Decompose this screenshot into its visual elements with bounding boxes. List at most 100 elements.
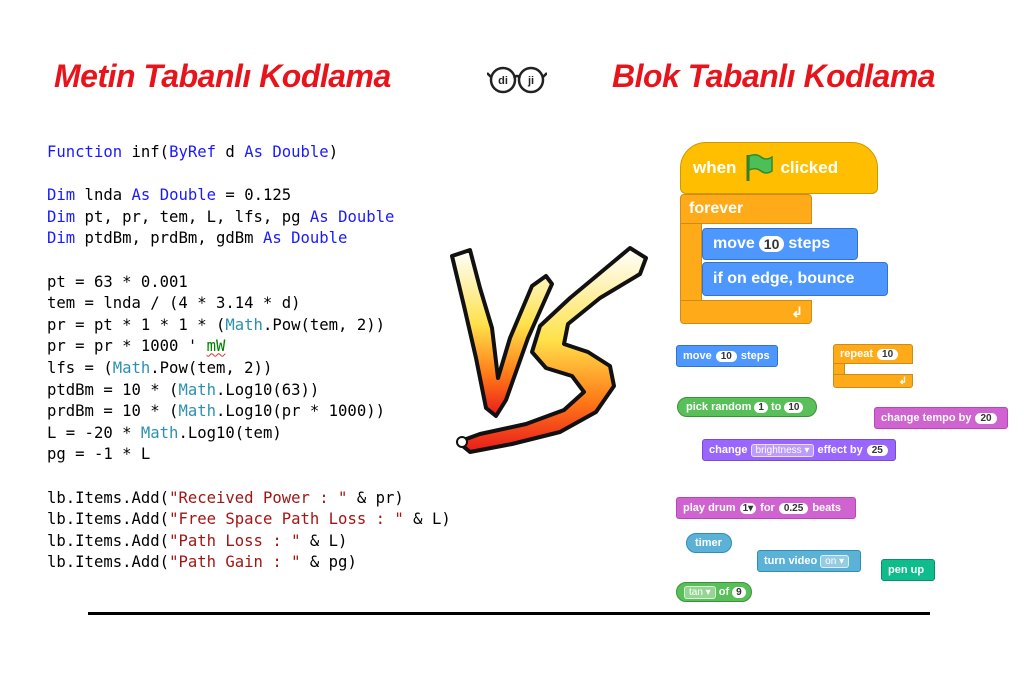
code-text: lnda (75, 186, 132, 205)
code-keyword: Dim (47, 207, 76, 226)
tempo-input[interactable]: 20 (975, 412, 997, 424)
code-string: "Path Gain : " (169, 553, 301, 572)
block-label: change tempo by (881, 412, 972, 424)
effect-amount-input[interactable]: 25 (866, 444, 888, 456)
block-label: beats (812, 502, 842, 514)
move-steps-block-small[interactable]: move 10 steps (676, 345, 778, 367)
code-text: pt, pr, tem, L, lfs, pg (75, 207, 310, 226)
code-keyword: Function (47, 143, 123, 161)
code-keyword: As (244, 143, 263, 161)
code-text: ptdBm, prdBm, gdBm (75, 229, 263, 248)
code-keyword: Double (159, 186, 217, 205)
block-label: for (760, 502, 775, 514)
logo-left-text: di (498, 75, 508, 87)
pen-up-block[interactable]: pen up (881, 559, 935, 581)
repeat-arm (833, 364, 845, 376)
bounce-block[interactable]: if on edge, bounce (702, 262, 888, 296)
code-text: L = -20 * (47, 423, 141, 442)
tan-of-block[interactable]: tan ▾ of 9 (676, 582, 752, 602)
change-tempo-block[interactable]: change tempo by 20 (874, 407, 1008, 429)
change-effect-block[interactable]: change brightness ▾ effect by 25 (702, 439, 896, 461)
turn-video-block[interactable]: turn video on ▾ (757, 550, 861, 572)
block-label: repeat (840, 348, 874, 360)
block-label: clicked (780, 158, 839, 177)
code-text: = 0.125 (216, 186, 292, 205)
move-steps-block[interactable]: move 10 steps (702, 228, 858, 260)
vs-graphic-icon (450, 246, 648, 454)
code-text: d (216, 143, 245, 161)
code-string: "Path Loss : " (169, 531, 301, 550)
effect-dropdown[interactable]: brightness ▾ (750, 443, 815, 457)
code-text: pr = pt * 1 * 1 * ( (47, 315, 226, 334)
tan-input[interactable]: 9 (732, 586, 746, 598)
blank-line (47, 250, 451, 272)
code-text: ) (328, 143, 339, 161)
block-label: move (683, 350, 712, 362)
block-label: change (709, 444, 748, 456)
code-class: Math (112, 358, 151, 377)
repeat-bottom: ↲ (833, 374, 913, 388)
code-class: Math (225, 315, 263, 334)
code-text (329, 208, 338, 226)
code-line: prdBm = 10 * (Math.Log10(pr * 1000)) (47, 401, 451, 423)
code-line: Dim ptdBm, prdBm, gdBm As Double (47, 228, 451, 250)
repeat-count-input[interactable]: 10 (877, 348, 899, 360)
code-class: Math (178, 380, 216, 399)
dropdown-value: brightness (755, 444, 802, 456)
beats-input[interactable]: 0.25 (778, 502, 809, 514)
loop-arrow-icon: ↲ (791, 303, 803, 320)
random-from-input[interactable]: 1 (754, 401, 768, 413)
code-line: tem = lnda / (4 * 3.14 * d) (47, 294, 301, 313)
code-text: lb.Items.Add( (47, 553, 170, 572)
dropdown-value: tan (689, 586, 703, 598)
code-line: lb.Items.Add("Received Power : " & pr) (47, 488, 451, 510)
forever-block[interactable]: forever (680, 194, 812, 224)
logo-right-text: ji (527, 75, 534, 87)
code-text: & L) (403, 510, 451, 529)
code-text: prdBm = 10 * ( (47, 402, 179, 421)
blank-line (47, 164, 451, 186)
code-line: ptdBm = 10 * (Math.Log10(63)) (47, 380, 451, 402)
code-line: Function inf(ByRef d As Double) (47, 142, 451, 164)
repeat-block[interactable]: repeat 10 (833, 344, 913, 364)
code-text (150, 186, 159, 204)
block-label: steps (788, 235, 831, 252)
play-drum-block[interactable]: play drum 1▾ for 0.25 beats (676, 497, 856, 519)
block-label: to (770, 401, 782, 413)
block-label: of (718, 586, 730, 598)
forever-arm (680, 224, 702, 302)
glasses-logo-icon: di ji (487, 66, 547, 94)
drum-dropdown[interactable]: 1▾ (739, 502, 757, 514)
page-title-left: Metin Tabanlı Kodlama (54, 58, 391, 94)
timer-block[interactable]: timer (686, 533, 732, 553)
code-string: "Free Space Path Loss : " (169, 510, 404, 529)
code-line: pg = -1 * L (47, 445, 151, 464)
code-keyword: Double (272, 143, 329, 161)
pick-random-block[interactable]: pick random 1 to 10 (677, 397, 817, 417)
code-listing: Function inf(ByRef d As Double) Dim lnda… (47, 142, 451, 574)
when-flag-clicked-block[interactable]: when clicked (680, 142, 878, 194)
code-keyword: As (309, 207, 329, 226)
code-line: Dim pt, pr, tem, L, lfs, pg As Double (47, 207, 451, 229)
video-state-dropdown[interactable]: on ▾ (820, 554, 850, 568)
steps-input[interactable]: 10 (715, 350, 737, 362)
block-label: play drum (683, 502, 736, 514)
code-line: lb.Items.Add("Path Loss : " & L) (47, 531, 451, 553)
random-to-input[interactable]: 10 (784, 401, 804, 413)
block-label: timer (695, 537, 722, 549)
block-label: steps (740, 350, 770, 362)
block-label: forever (689, 200, 744, 217)
code-line: lfs = (Math.Pow(tem, 2)) (47, 358, 451, 380)
code-line: pt = 63 * 0.001 (47, 272, 188, 291)
code-text: .Log10(63)) (216, 380, 320, 399)
math-function-dropdown[interactable]: tan ▾ (684, 585, 716, 599)
steps-input[interactable]: 10 (758, 236, 785, 252)
code-keyword: Dim (47, 229, 76, 248)
code-text: lb.Items.Add( (47, 510, 170, 529)
code-text: lb.Items.Add( (47, 488, 170, 507)
code-line: lb.Items.Add("Free Space Path Loss : " &… (47, 509, 451, 531)
block-label: pen up (888, 564, 925, 576)
code-text: pr = pr * 1000 ' (47, 337, 207, 356)
blank-line (47, 466, 451, 488)
block-label: if on edge, bounce (713, 270, 855, 287)
